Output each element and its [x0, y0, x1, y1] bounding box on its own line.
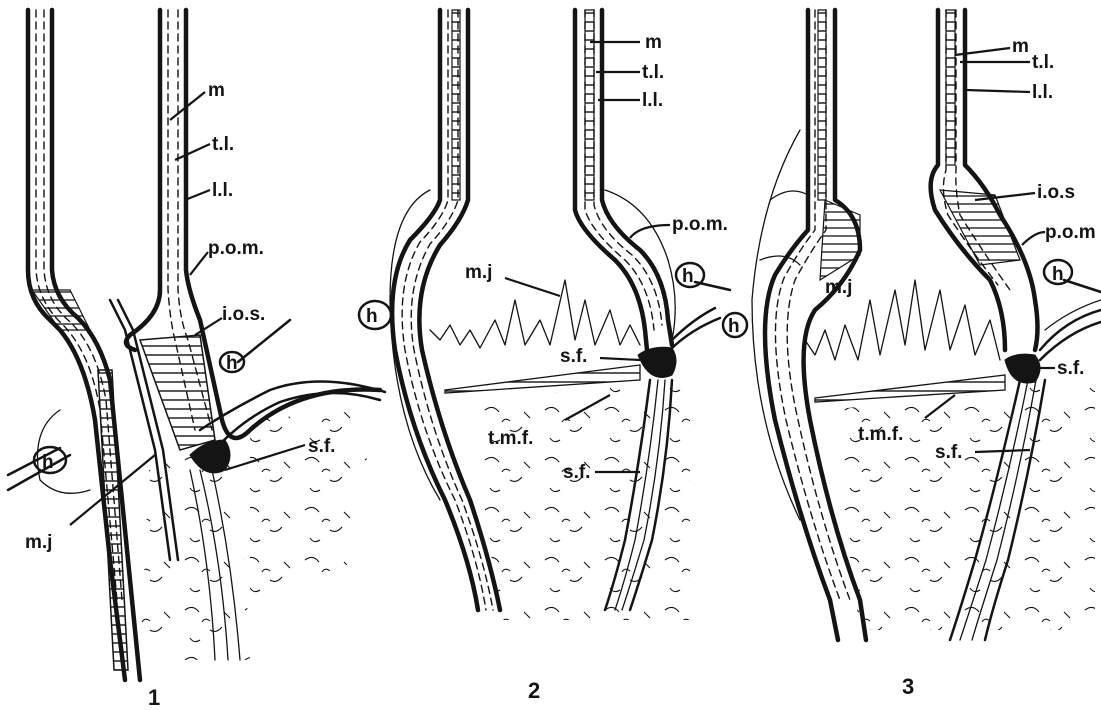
panel-3-label-ios: i.o.s: [1037, 182, 1075, 203]
panel-3-label-mj: m.j: [825, 277, 852, 298]
panel-2-label-pom: p.o.m.: [672, 214, 728, 235]
panel-2-leader-sf-upper: [600, 358, 640, 360]
panel-3-label-tl: t.l.: [1032, 52, 1054, 73]
panel-2-label-h-left: h: [366, 306, 378, 327]
panel-2-tissue: [470, 380, 690, 620]
panel-3-label-h: h: [1052, 264, 1064, 285]
panel-2-leader-mj: [505, 278, 560, 296]
panel-2-villi: [430, 280, 640, 348]
panel-1-label-sf: s.f.: [308, 436, 335, 457]
panel-2-label-sf-upper: s.f.: [560, 346, 587, 367]
panel-3-tissue: [830, 380, 1095, 630]
panel-2-number: 2: [528, 678, 540, 703]
panel-3-label-m: m: [1012, 36, 1029, 57]
panel-1-label-ll: l.l.: [212, 180, 233, 201]
panel-3-label-sf-upper: s.f.: [1057, 358, 1084, 379]
panel-3-label-ll: l.l.: [1032, 82, 1053, 103]
panel-1-label-h-right: h: [226, 353, 238, 374]
panel-3-leader-pom: [1022, 232, 1045, 245]
panel-1-leader-tl: [175, 144, 210, 160]
panel-1-label-pom: p.o.m.: [208, 238, 264, 259]
panel-1: m t.l. l.l. p.o.m. i.o.s. h h s.f. m.j 1: [8, 10, 385, 710]
panel-2-label-tmf: t.m.f.: [488, 428, 533, 449]
panel-1-number: 1: [148, 685, 160, 710]
panel-1-h-stem-right: [238, 320, 290, 362]
panel-3-number: 3: [902, 674, 914, 699]
panel-2-label-ll: l.l.: [642, 90, 663, 111]
panel-3: m t.l. l.l. i.o.s p.o.m m.j h s.f. t.m.f…: [752, 10, 1101, 699]
panel-2-label-h-right-lower: h: [728, 316, 740, 337]
panel-2-left-vessel: [390, 10, 500, 610]
panel-1-leader-pom: [190, 252, 208, 275]
panel-1-leader-ll: [185, 190, 210, 200]
panel-1-label-ios: i.o.s.: [222, 304, 265, 325]
panel-3-h-stem: [1064, 280, 1101, 292]
panel-2: m t.l. l.l. p.o.m. m.j h h h s.f. t.m.f.…: [359, 10, 747, 703]
panel-3-label-tmf: t.m.f.: [858, 424, 903, 445]
panel-3-label-sf-lower: s.f.: [935, 442, 962, 463]
panel-1-label-h-left: h: [42, 452, 54, 473]
panel-1-label-m: m: [208, 80, 225, 101]
panel-1-tissue: [140, 450, 250, 660]
panel-1-label-tl: t.l.: [212, 134, 234, 155]
panel-2-label-h-right-upper: h: [682, 266, 694, 287]
panel-2-h-stem-upper: [695, 282, 730, 290]
panel-3-label-pom: p.o.m: [1045, 222, 1096, 243]
panel-2-leader-pom: [630, 225, 670, 238]
panel-2-label-sf-lower: s.f.: [563, 462, 590, 483]
panel-2-label-tl: t.l.: [642, 62, 664, 83]
panel-1-label-mj: m.j: [25, 532, 52, 553]
panel-2-label-m: m: [645, 32, 662, 53]
panel-2-label-mj: m.j: [465, 262, 492, 283]
panel-3-leader-ll: [966, 90, 1030, 92]
panel-1-left-vessel: [28, 10, 140, 680]
